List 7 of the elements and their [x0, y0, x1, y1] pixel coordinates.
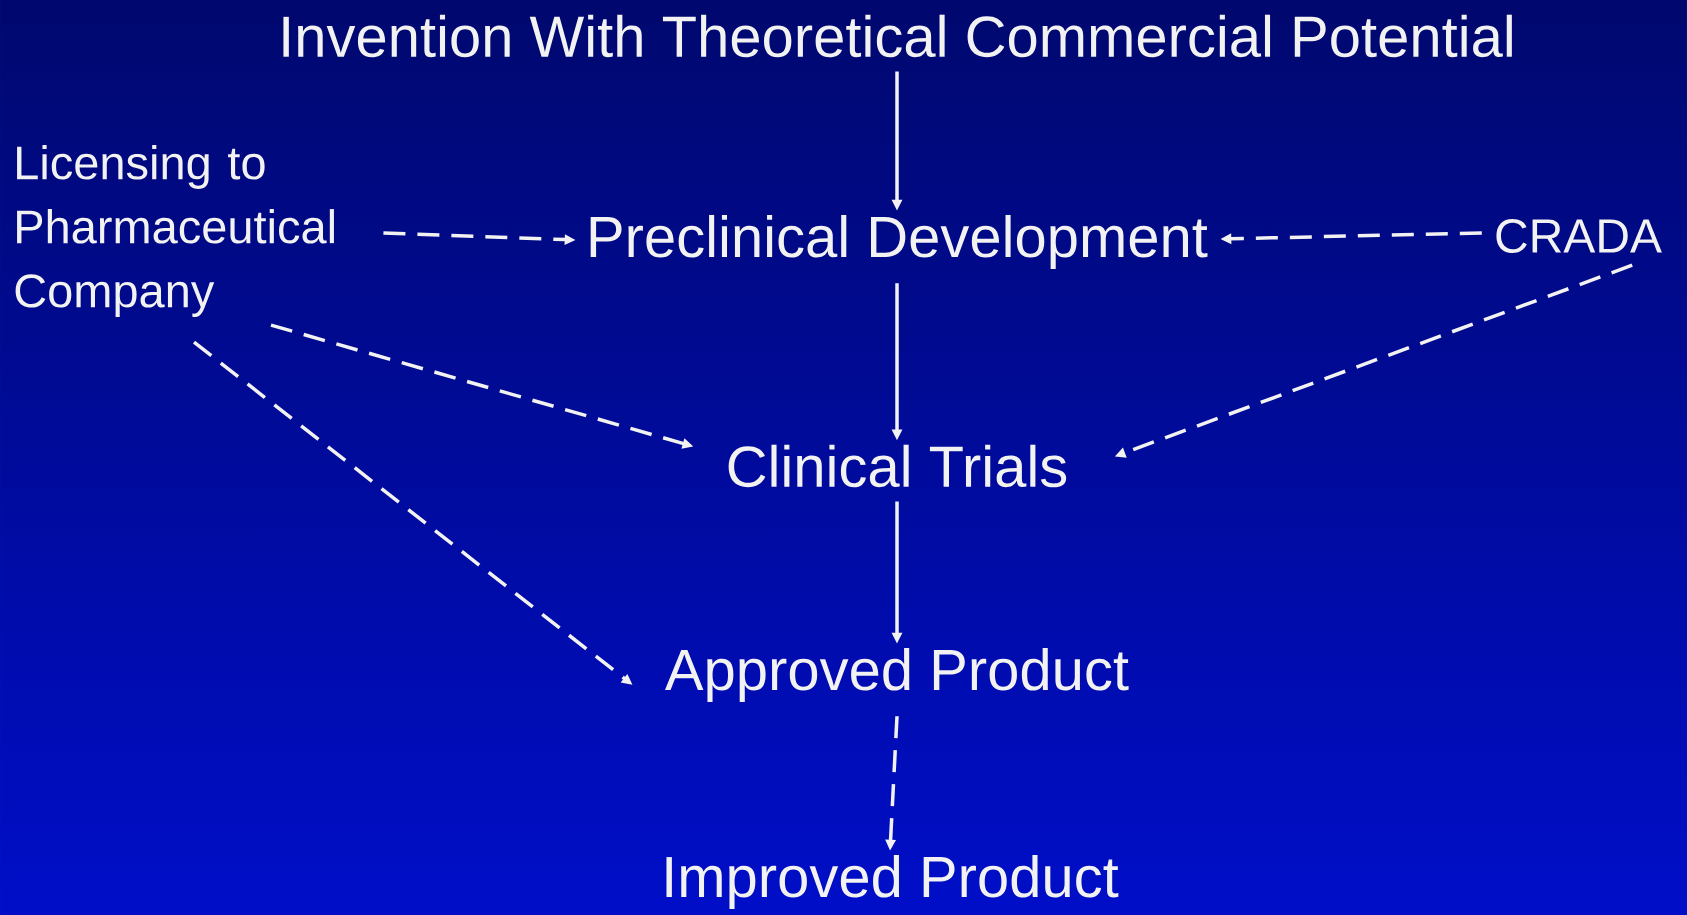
flow-step-text: Improved Product — [666, 854, 1119, 909]
source-text: Licensing to Pharmaceutical Company — [15, 145, 334, 317]
flow-step-text: Invention With Theoretical Commercial Potential — [283, 14, 1512, 58]
flow-step-text: Preclinical Development — [590, 214, 1208, 269]
flow-step-text: Approved Product — [665, 647, 1129, 702]
flow-step-text: Clinical Trials — [728, 444, 1067, 488]
source-text: CRADA — [1496, 219, 1662, 253]
